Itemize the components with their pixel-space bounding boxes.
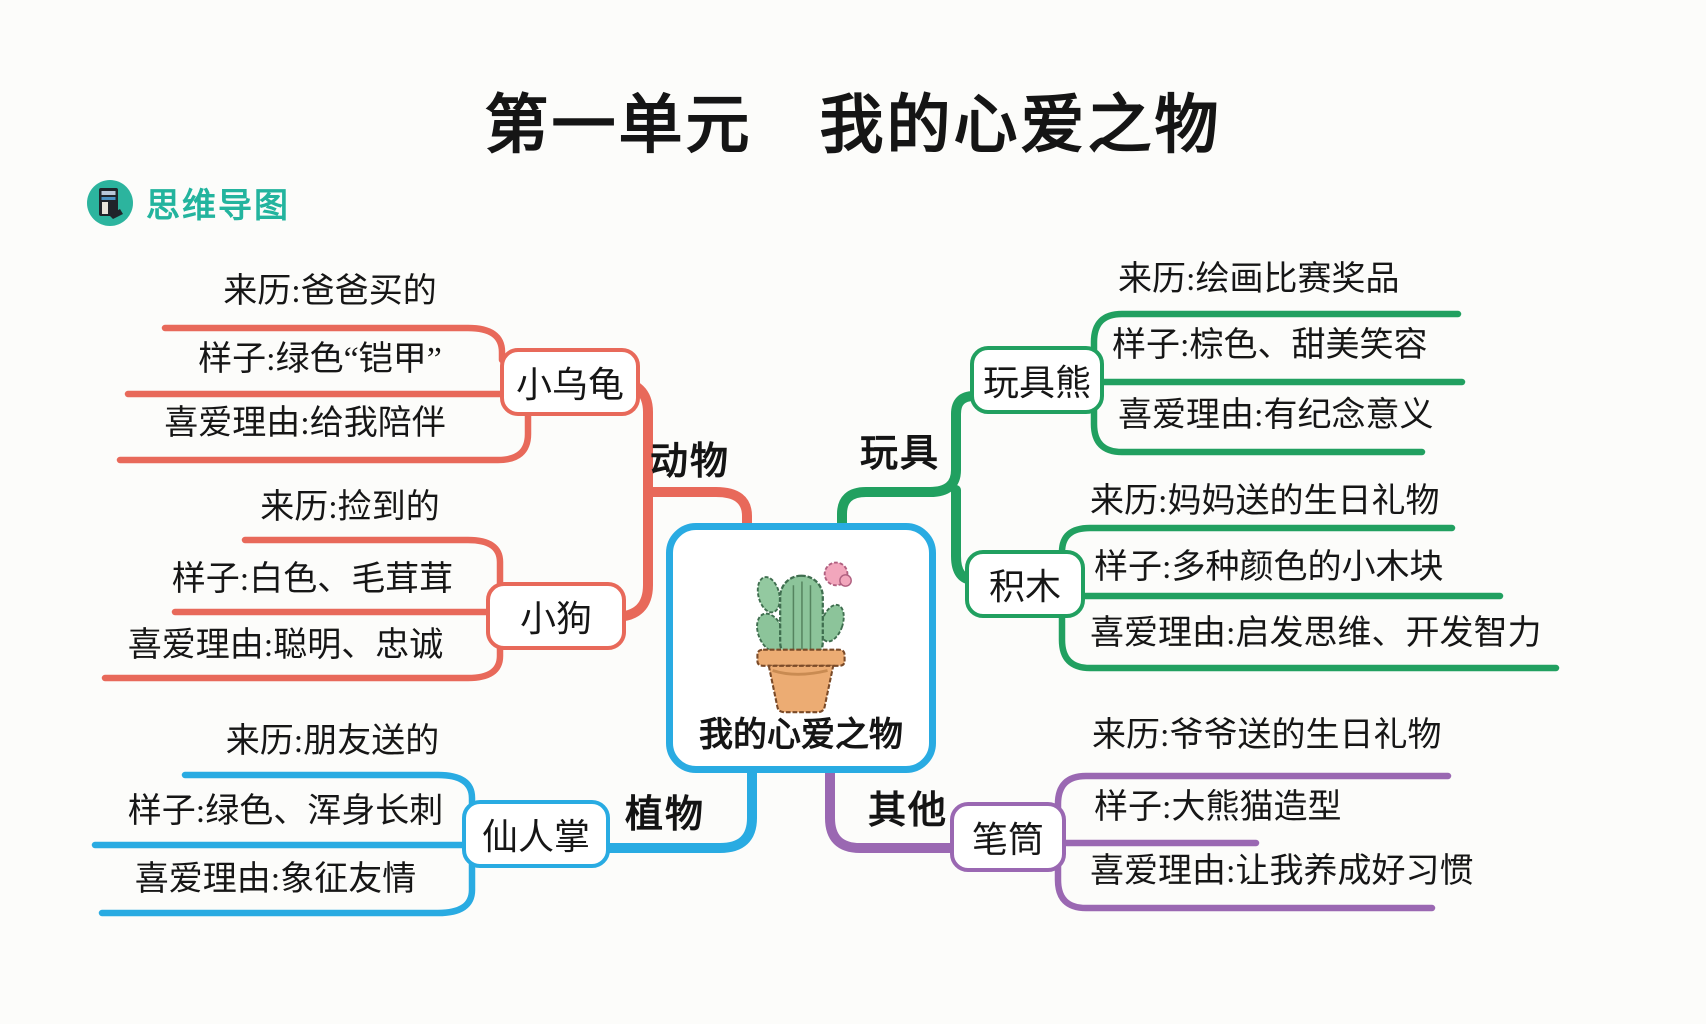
- underline-turtle-3: [116, 408, 532, 464]
- node-dog: 小狗: [486, 582, 626, 650]
- mindmap-book-icon: [87, 179, 133, 226]
- detail-turtle-origin: 来历:爸爸买的: [223, 273, 437, 310]
- detail-cactus-origin: 来历:朋友送的: [225, 723, 440, 760]
- node-turtle: 小乌龟: [500, 348, 640, 416]
- connector-others-to-center: [825, 755, 957, 853]
- detail-turtle-reason: 喜爱理由:给我陪伴: [164, 405, 446, 442]
- section-badge-label: 思维导图: [146, 187, 290, 225]
- section-badge: 思维导图: [86, 178, 290, 227]
- potted-cactus-illustration: [756, 561, 852, 714]
- underline-dog-3: [101, 640, 504, 682]
- branch-label-plants: 植物: [625, 794, 706, 836]
- detail-turtle-look: 样子:绿色“铠甲”: [198, 341, 442, 378]
- detail-bear-origin: 来历:绘画比赛奖品: [1118, 261, 1400, 298]
- central-topic-node: 我的心爱之物: [666, 523, 936, 773]
- underline-penholder-1: [1054, 772, 1452, 812]
- connector-plants-to-center: [601, 755, 757, 853]
- node-penholder: 笔筒: [950, 802, 1066, 872]
- underline-blocks-3: [1058, 608, 1560, 672]
- underline-cactus-3: [98, 858, 476, 917]
- detail-cactus-look: 样子:绿色、浑身长刺: [127, 793, 444, 830]
- central-topic-label: 我的心爱之物: [699, 716, 903, 754]
- page-title: 第一单元 我的心爱之物: [484, 89, 1222, 161]
- detail-dog-look: 样子:白色、毛茸茸: [171, 561, 454, 598]
- detail-penholder-origin: 来历:爷爷送的生日礼物: [1092, 717, 1442, 754]
- underline-bear-1: [1090, 310, 1462, 356]
- underline-turtle-1: [161, 324, 506, 364]
- detail-blocks-look: 样子:多种颜色的小木块: [1094, 549, 1444, 586]
- detail-bear-reason: 喜爱理由:有纪念意义: [1118, 397, 1434, 434]
- detail-penholder-reason: 喜爱理由:让我养成好习惯: [1090, 853, 1474, 890]
- underline-penholder-3: [1054, 862, 1436, 912]
- node-blocks: 积木: [965, 550, 1085, 618]
- branch-label-animals: 动物: [650, 441, 731, 483]
- underline-cactus-1: [181, 771, 476, 812]
- node-bear: 玩具熊: [970, 346, 1104, 414]
- connector-toys-to-center: [837, 391, 979, 545]
- detail-bear-look: 样子:棕色、甜美笑容: [1112, 327, 1428, 364]
- detail-penholder-look: 样子:大熊猫造型: [1094, 789, 1342, 826]
- branch-label-toys: 玩具: [860, 433, 941, 475]
- underline-bear-3: [1090, 406, 1426, 456]
- detail-dog-origin: 来历:捡到的: [260, 489, 440, 526]
- branch-label-others: 其他: [868, 790, 949, 832]
- detail-dog-reason: 喜爱理由:聪明、忠诚: [127, 627, 444, 664]
- detail-cactus-reason: 喜爱理由:象征友情: [134, 861, 417, 898]
- detail-blocks-origin: 来历:妈妈送的生日礼物: [1090, 483, 1440, 520]
- node-cactus: 仙人掌: [462, 800, 610, 868]
- detail-blocks-reason: 喜爱理由:启发思维、开发智力: [1090, 615, 1542, 652]
- underline-dog-1: [241, 536, 504, 594]
- connector-animals-to-center: [643, 487, 752, 545]
